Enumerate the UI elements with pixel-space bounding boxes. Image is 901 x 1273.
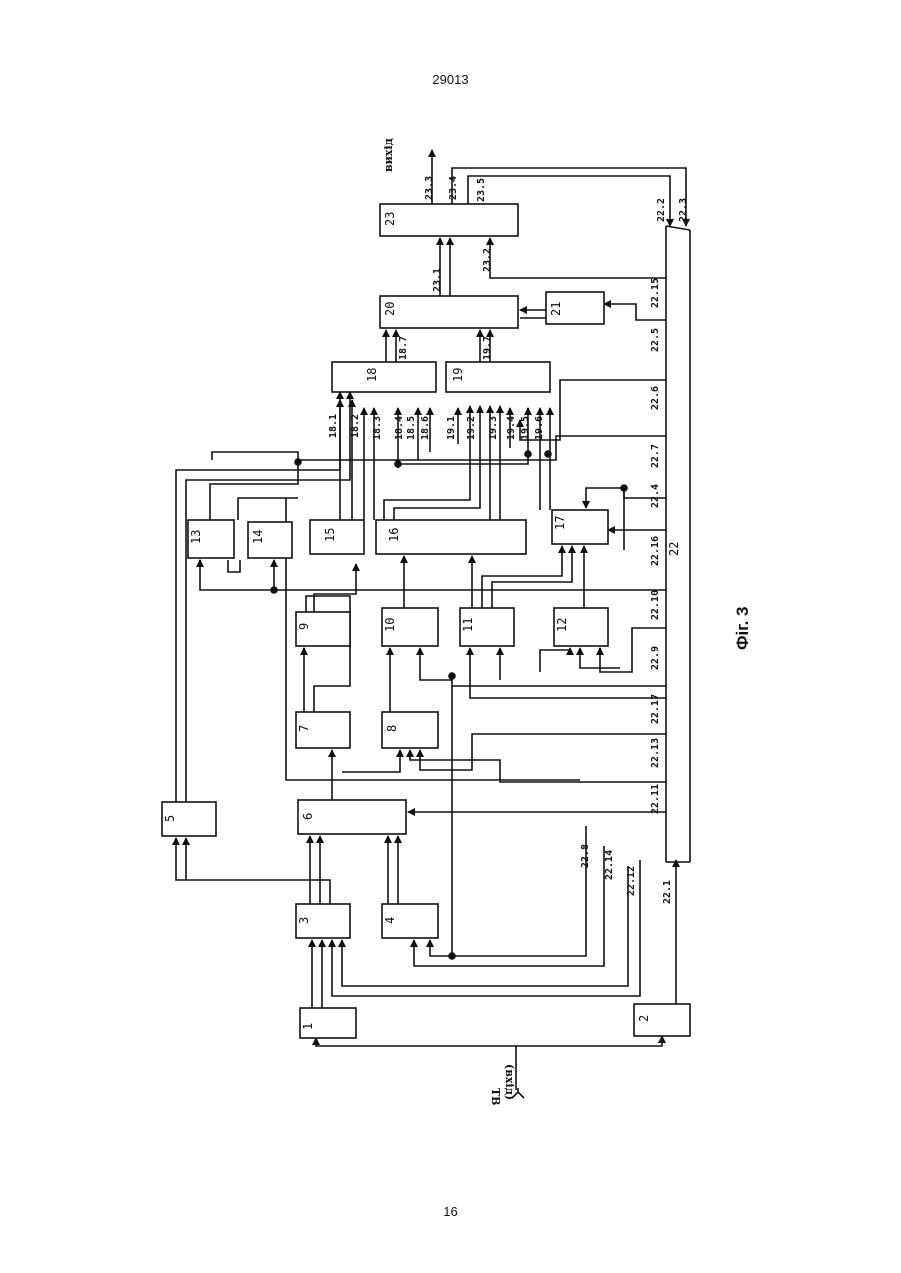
signal-label-22-16: 22.16 [650,536,661,566]
block-label-16: 16 [387,528,401,542]
block-label-7: 7 [297,725,311,732]
block-23 [380,204,518,236]
signal-label-19-3: 19.3 [488,416,499,440]
block-label-6: 6 [301,813,315,820]
figure-caption: Фіг. 3 [733,606,752,650]
signal-label-22-10: 22.10 [650,590,661,620]
block-label-12: 12 [555,618,569,632]
signal-label-18-6: 18.6 [420,416,431,440]
block-15 [310,520,364,554]
block-label-19: 19 [451,368,465,382]
input-label: ТВ [489,1088,502,1105]
signal-label-18-4: 18.4 [394,416,405,440]
signal-label-23-2: 23.2 [482,248,493,272]
signal-label-22-14: 22.14 [604,850,615,880]
signal-label-19-2: 19.2 [466,416,477,440]
signal-label-22-1: 22.1 [662,880,673,904]
signal-label-19-7: 19.7 [482,336,493,360]
signal-label-18-1: 18.1 [328,414,339,438]
signal-label-22-5: 22.5 [650,328,661,352]
signal-label-22-11: 22.11 [650,784,661,814]
signal-label-22-2: 22.2 [656,198,667,222]
input-sub-label: (вхід) [503,1064,516,1100]
signal-label-19-1: 19.1 [446,416,457,440]
signal-label-22-17: 22.17 [650,694,661,724]
block-label-23: 23 [383,212,397,226]
block-label-5: 5 [163,815,177,822]
signal-label-23-5: 23.5 [476,178,487,202]
block-label-3: 3 [297,917,311,924]
block-label-10: 10 [383,618,397,632]
signal-label-19-6: 19.6 [534,416,545,440]
block-label-8: 8 [385,725,399,732]
block-label-2: 2 [637,1015,651,1022]
block-label-18: 18 [365,368,379,382]
block-label-15: 15 [323,528,337,542]
block-label-17: 17 [553,516,567,530]
block-label-9: 9 [297,623,311,630]
signal-label-22-9: 22.9 [650,646,661,670]
signal-label-22-4: 22.4 [650,484,661,508]
block-label-4: 4 [383,917,397,924]
signal-label-23-3: 23.3 [424,176,435,200]
signal-label-22-3: 22.3 [678,198,689,222]
signal-label-18-7: 18.7 [398,336,409,360]
signal-label-22-6: 22.6 [650,386,661,410]
signal-label-22-12: 22.12 [626,866,637,896]
block-label-20: 20 [383,302,397,316]
signal-label-19-5: 19.5 [520,416,531,440]
signal-label-22-8: 22.8 [580,844,591,868]
block-label-14: 14 [251,530,265,544]
block-18 [332,362,436,392]
block-label-22: 22 [667,542,681,556]
signal-label-18-5: 18.5 [406,416,417,440]
signal-label-22-7: 22.7 [650,444,661,468]
signal-label-19-4: 19.4 [506,416,517,440]
block-label-11: 11 [461,618,475,632]
signal-label-22-13: 22.13 [650,738,661,768]
signal-label-23-4: 23.4 [448,176,459,200]
block-label-1: 1 [301,1023,315,1030]
block-label-21: 21 [549,302,563,316]
block-label-13: 13 [189,530,203,544]
signal-label-23-1: 23.1 [432,268,443,292]
signal-label-22-15: 22.15 [650,278,661,308]
block-20 [380,296,518,328]
page-number: 16 [0,1204,901,1219]
signal-label-18-2: 18.2 [350,414,361,438]
output-label: вихід [382,138,395,172]
signal-label-18-3: 18.3 [372,416,383,440]
